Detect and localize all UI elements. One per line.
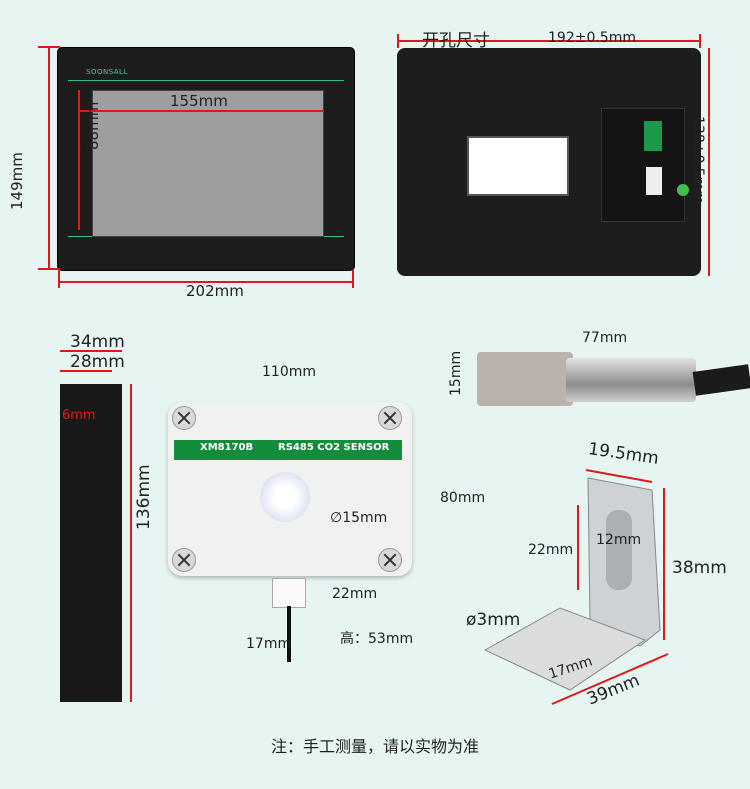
connector-panel (601, 108, 685, 222)
status-led (677, 184, 689, 196)
dim-line-88 (78, 90, 80, 230)
sensor-cable (287, 606, 291, 662)
dim-line-39 (551, 653, 669, 705)
label-28mm: 28mm (70, 352, 125, 372)
screw-icon (172, 548, 196, 572)
dim-line-202 (58, 281, 354, 283)
label-202mm: 202mm (186, 282, 244, 300)
label-22mm: 22mm (332, 586, 378, 602)
dim-tick (397, 34, 399, 48)
side-view (60, 384, 122, 702)
rear-window (467, 136, 569, 196)
sensor-lens (260, 472, 310, 522)
label-12mm: 12mm (596, 532, 642, 548)
display-screen (92, 90, 324, 237)
label-6mm: 6mm (62, 408, 96, 423)
dim-line-149 (48, 46, 50, 270)
probe-connector (566, 358, 696, 402)
back-display (397, 48, 701, 276)
label-155mm: 155mm (170, 92, 228, 110)
label-38mm: 38mm (672, 558, 727, 578)
front-display: SOONSALL (58, 48, 354, 270)
bracket-base (483, 607, 647, 691)
label-110mm: 110mm (262, 364, 316, 380)
sensor-label-bar: XM8170B RS485 CO2 SENSOR (174, 440, 402, 460)
dim-tick (699, 34, 701, 48)
label-80mm: 80mm (440, 490, 486, 506)
label-15mm-lens: ∅15mm (330, 510, 388, 526)
label-depth: 高：53mm (340, 631, 414, 647)
dim-line-28 (60, 370, 112, 372)
connector (272, 578, 306, 608)
dim-tick (58, 270, 60, 288)
dim-line-192 (397, 40, 701, 42)
probe-filter (477, 352, 573, 406)
terminal-block (644, 121, 662, 151)
label-34mm: 34mm (70, 332, 125, 352)
brand-logo: SOONSALL (86, 68, 128, 76)
label-17mm: 17mm (246, 636, 292, 652)
dim-line-34 (60, 350, 122, 352)
dim-tick (352, 270, 354, 288)
dim-line-19-5 (585, 469, 653, 483)
model-badge: XM8170B (200, 442, 254, 453)
label-cutout: 开孔尺寸 (422, 31, 490, 51)
screw-icon (172, 406, 196, 430)
dim-line-136 (130, 384, 132, 702)
screw-icon (378, 406, 402, 430)
label-77mm: 77mm (582, 330, 628, 346)
label-192mm: 192±0.5mm (548, 30, 636, 46)
dim-line-155 (78, 110, 324, 112)
dim-line-138 (708, 48, 710, 276)
sensor-name: RS485 CO2 SENSOR (278, 442, 390, 453)
bracket-slot (606, 510, 632, 590)
green-trim-top (68, 80, 344, 81)
label-22mm-bracket: 22mm (528, 542, 574, 558)
co2-sensor-box: XM8170B RS485 CO2 SENSOR (168, 402, 412, 576)
screw-icon (378, 548, 402, 572)
label-hole: ø3mm (466, 610, 521, 630)
footnote: 注：手工测量，请以实物为准 (270, 737, 479, 756)
usb-port (646, 167, 662, 195)
